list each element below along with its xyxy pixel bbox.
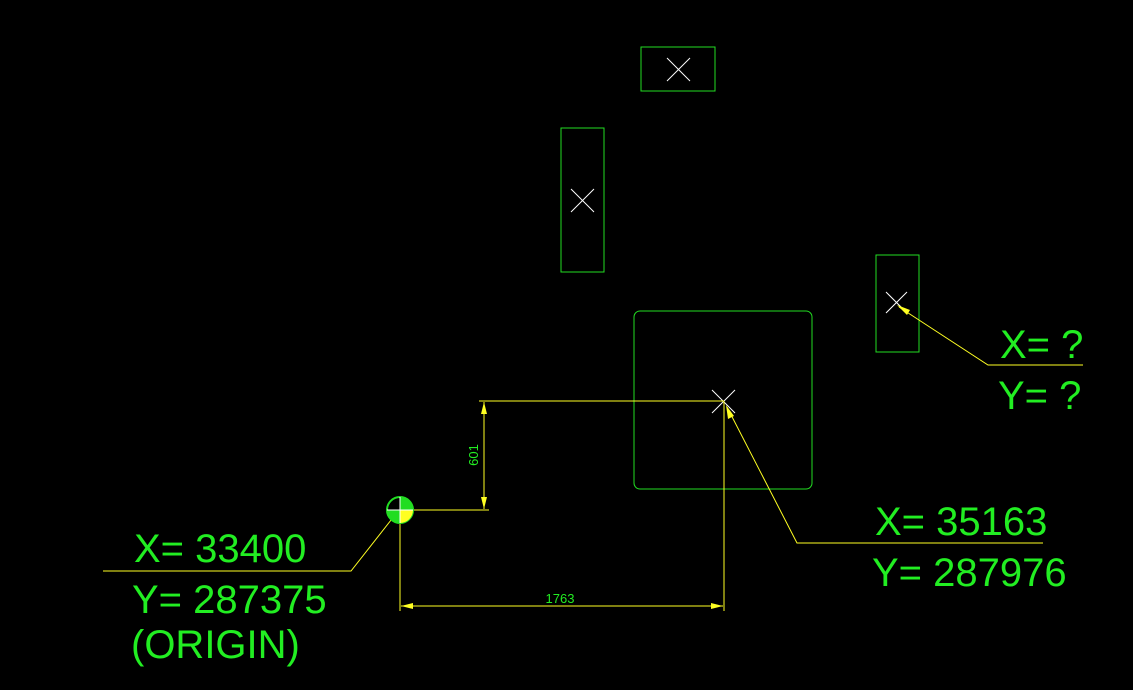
rect-top[interactable] <box>640 46 716 92</box>
origin-marker-icon[interactable] <box>386 496 414 524</box>
leader-target <box>726 405 1043 544</box>
rect-right[interactable] <box>875 254 920 353</box>
center-cross-top <box>666 57 691 82</box>
dimension-vertical[interactable] <box>400 400 724 511</box>
leader-origin <box>103 514 396 572</box>
target-y-label: Y= 287976 <box>872 551 1067 595</box>
origin-note-label: (ORIGIN) <box>131 623 300 667</box>
target-x-label: X= 35163 <box>875 500 1047 544</box>
rect-tall-left[interactable] <box>560 127 605 273</box>
unknown-x-label: X= ? <box>1000 323 1083 367</box>
leader-unknown <box>897 305 1083 366</box>
rect-large-square[interactable] <box>633 310 813 490</box>
center-cross-tall-left <box>570 188 595 213</box>
dimension-horizontal-label: 1763 <box>546 591 575 606</box>
dimension-horizontal[interactable] <box>399 401 725 611</box>
origin-y-label: Y= 287375 <box>132 578 327 622</box>
dimension-vertical-label: 601 <box>466 444 481 466</box>
origin-x-label: X= 33400 <box>134 527 306 571</box>
unknown-y-label: Y= ? <box>998 374 1081 418</box>
